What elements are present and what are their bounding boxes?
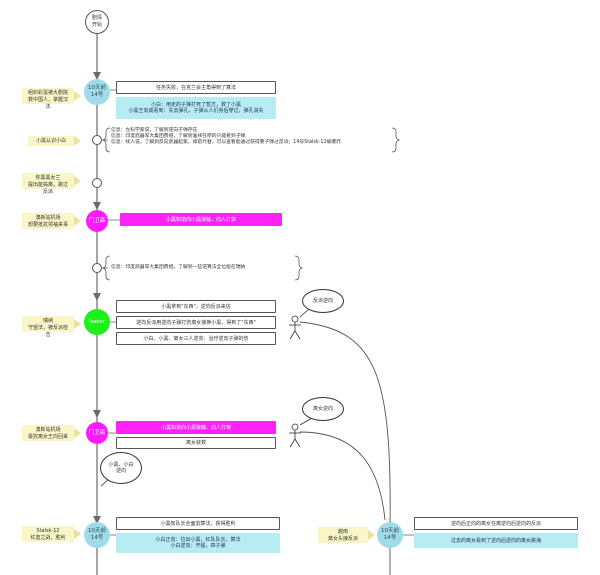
timeline-node[interactable]: Isator	[84, 309, 110, 335]
note-tab	[74, 319, 81, 329]
event-box[interactable]: 逆向反派用逆向子弹打伤离女接换小黑，得到了"东西"	[116, 316, 276, 329]
info-block: 信息：左科学家说，了解到逆向子弹存在 信息：印度武器军大集团费娅，了解到准线在原…	[111, 128, 341, 146]
reverse-curve	[299, 431, 386, 521]
event-box[interactable]: 任务失败，在克兰会主角得到了算法	[116, 81, 276, 94]
timeline-dot[interactable]	[92, 178, 102, 188]
start-node: 剧情 开始	[85, 10, 109, 34]
arrow-head	[93, 410, 101, 418]
note-text: 小黑认识小白	[28, 136, 74, 146]
bubble-tail	[299, 417, 313, 426]
note-tab	[74, 91, 81, 101]
timeline-dot[interactable]	[92, 135, 102, 145]
event-box[interactable]: 离女获救	[116, 437, 276, 449]
timeline-node[interactable]: 门卫森	[86, 422, 108, 444]
note-tab	[74, 529, 81, 539]
event-box[interactable]: 小黑知道向小黑接触，向人打架	[120, 213, 282, 226]
brace-right	[294, 255, 304, 281]
note-tab	[74, 428, 81, 438]
speech-bubble: 离女逆向	[302, 397, 344, 421]
event-box[interactable]: 小白正向：拉出小黑，红队队长，算法 小白逆向：开船，四子弹	[116, 533, 280, 553]
timeline-node[interactable]: 门卫森	[86, 210, 108, 232]
note-text: 澳新站机场 想要抵抗领袖来事	[22, 213, 74, 229]
event-box[interactable]: 小黑拿到"东西"，逆向反派来信	[116, 300, 276, 313]
bubble-text: 离女逆向	[312, 406, 333, 412]
stick-figure-icon	[289, 315, 301, 340]
node-label: Isator	[89, 318, 105, 325]
note-text: 越南 离女头接反派	[318, 527, 368, 543]
note-text: 组织彩蛋被大剧院 救中国人，掌握汉法	[22, 88, 74, 110]
note-text: 澳新站机场 最究离女王向回来	[22, 425, 74, 441]
note-text: Stalsk-12 红蓝之战，胜利	[22, 526, 74, 542]
event-box[interactable]: 小黑知道向小黑接触，向人打架	[116, 421, 276, 434]
event-box[interactable]: 小黑知队长全面割算法，获得胜利	[116, 517, 280, 530]
timeline-node[interactable]: 10天前 14号	[377, 522, 403, 548]
arrow-head	[93, 293, 101, 301]
note-text: 你黑黑女兰 提出能捣离，跳过反派	[22, 173, 74, 195]
brace-right	[391, 127, 401, 153]
reverse-curve	[299, 321, 391, 536]
note-tab	[368, 530, 375, 540]
arrow-head	[93, 516, 101, 524]
note-tab	[74, 216, 81, 226]
event-box[interactable]: 小白、小黑、离女三人逆向：治疗逆向子弹的伤	[116, 332, 276, 345]
node-label: 门卫森	[88, 217, 106, 224]
timeline-dot[interactable]	[92, 263, 102, 273]
speech-bubble: 反派逆向	[302, 289, 344, 313]
info-block: 信息：印度武器军大集团费娅，了解到一些逆算法全位能在瑞纳	[111, 265, 246, 270]
node-label: 10天前 14号	[88, 85, 106, 98]
bubble-text: 小黑，小白 逆向	[108, 462, 134, 474]
arrow-head	[93, 202, 101, 210]
event-box[interactable]: 逆向后正向的离女在离逆向后逆向的反派	[414, 517, 578, 530]
brace-left	[101, 255, 111, 281]
event-box[interactable]: 小白：用走的子弹打死了暂方，救了小黑 小黑王向成看到：失去弹孔，子弹从人们身后穿…	[116, 97, 276, 119]
node-label: 10天前 14号	[381, 528, 399, 541]
brace-left	[101, 127, 111, 153]
timeline-node[interactable]: 10天前 14号	[84, 79, 110, 105]
note-tab	[74, 136, 81, 146]
arrow-head	[93, 72, 101, 80]
event-box[interactable]: 过去的离女看到了逆向后逆向的离女跳海	[414, 533, 578, 548]
note-text: 瑞纳 守望法，被反派检击	[22, 316, 74, 338]
timeline-node[interactable]: 10天前 14号	[84, 522, 110, 548]
bubble-text: 反派逆向	[312, 298, 333, 304]
start-label: 剧情 开始	[91, 15, 102, 28]
note-tab	[74, 176, 81, 186]
speech-bubble: 小黑，小白 逆向	[100, 452, 142, 484]
stick-figure-icon	[289, 423, 301, 448]
node-label: 门卫森	[88, 429, 106, 436]
node-label: 10天前 14号	[88, 528, 106, 541]
